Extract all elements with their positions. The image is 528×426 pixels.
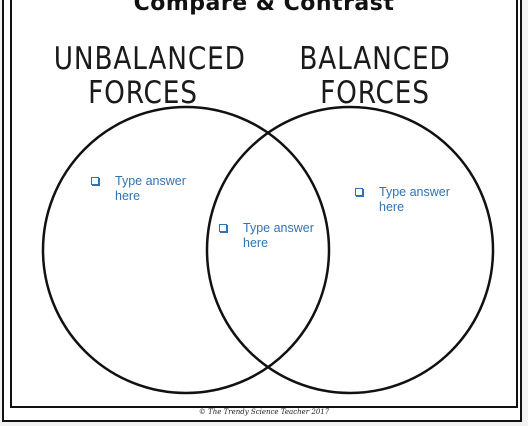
- right-answer-text[interactable]: Type answer here: [379, 185, 450, 214]
- left-circle: [41, 105, 331, 395]
- checkbox-bullet-icon: [355, 188, 363, 196]
- left-answer-text[interactable]: Type answer here: [115, 174, 186, 203]
- copyright-footer: © The Trendy Science Teacher 2017: [198, 408, 330, 416]
- right-answer-field[interactable]: Type answer here: [355, 185, 469, 215]
- outer-border: [2, 0, 522, 422]
- right-circle-label: BALANCED FORCES: [299, 41, 451, 111]
- checkbox-bullet-icon: [91, 177, 99, 185]
- checkbox-bullet-icon: [219, 224, 227, 232]
- inner-border: [10, 0, 518, 408]
- middle-answer-text[interactable]: Type answer here: [243, 221, 314, 250]
- middle-answer-field[interactable]: Type answer here: [219, 221, 333, 251]
- right-circle: [205, 105, 495, 395]
- left-answer-field[interactable]: Type answer here: [91, 174, 205, 204]
- left-circle-label: UNBALANCED FORCES: [53, 41, 246, 111]
